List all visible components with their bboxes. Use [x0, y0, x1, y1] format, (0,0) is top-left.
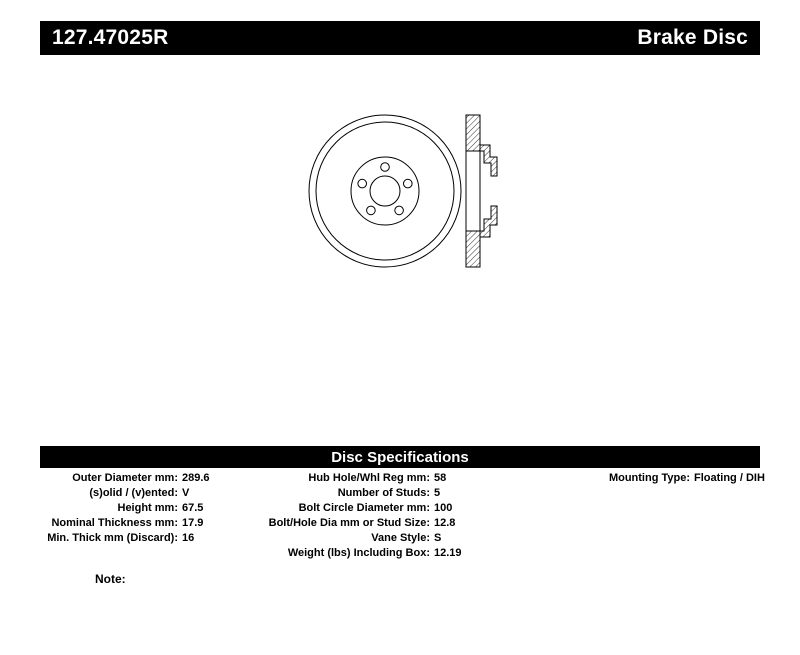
- spec-value: 17.9: [182, 517, 204, 529]
- specs-title: Disc Specifications: [331, 448, 469, 466]
- spec-label: Mounting Type:: [608, 472, 690, 484]
- stud-hole: [394, 205, 404, 216]
- spec-value: S: [434, 532, 442, 544]
- spec-row: (s)olid / (v)ented: V: [40, 486, 240, 501]
- spec-label: Weight (lbs) Including Box:: [287, 547, 430, 559]
- spec-label: Min. Thick mm (Discard):: [47, 532, 178, 544]
- spec-row: Hub Hole/Whl Reg mm: 58: [260, 471, 540, 486]
- spec-value: Floating / DIH: [694, 472, 765, 484]
- spec-label: Nominal Thickness mm:: [51, 517, 178, 529]
- spec-value: 58: [434, 472, 447, 484]
- specs-column-left: Outer Diameter mm: 289.6 (s)olid / (v)en…: [40, 471, 240, 546]
- stud-hole: [366, 205, 376, 216]
- part-number: 127.47025R: [52, 26, 169, 49]
- brake-disc-front-view: [308, 114, 462, 268]
- stud-hole: [357, 178, 367, 189]
- brake-disc-drawing: [308, 114, 498, 268]
- spec-row: Nominal Thickness mm: 17.9: [40, 516, 240, 531]
- spec-row: Number of Studs: 5: [260, 486, 540, 501]
- product-type: Brake Disc: [637, 26, 748, 49]
- stud-hole: [380, 162, 390, 172]
- header-bar: 127.47025R Brake Disc: [40, 21, 760, 55]
- spec-label: Vane Style:: [371, 532, 430, 544]
- spec-value: 16: [182, 532, 195, 544]
- spec-value: 12.19: [434, 547, 462, 559]
- spec-row: Vane Style: S: [260, 531, 540, 546]
- technical-drawing: [280, 100, 520, 290]
- spec-row: Outer Diameter mm: 289.6: [40, 471, 240, 486]
- specs-header-bar: Disc Specifications: [40, 446, 760, 468]
- spec-value: 100: [434, 502, 453, 514]
- spec-value: V: [182, 487, 190, 499]
- spec-label: Bolt Circle Diameter mm:: [298, 502, 430, 514]
- spec-row: Height mm: 67.5: [40, 501, 240, 516]
- spec-value: 67.5: [182, 502, 204, 514]
- specs-column-right: Mounting Type: Floating / DIH: [540, 471, 765, 486]
- stud-hole: [403, 178, 413, 189]
- specs-table: Outer Diameter mm: 289.6 (s)olid / (v)en…: [40, 471, 765, 561]
- spec-value: 12.8: [434, 517, 456, 529]
- spec-label: Height mm:: [117, 502, 179, 514]
- specs-column-middle: Hub Hole/Whl Reg mm: 58 Number of Studs:…: [260, 471, 540, 561]
- spec-label: Number of Studs:: [337, 487, 430, 499]
- brake-disc-section-view: [465, 114, 498, 268]
- spec-row: Weight (lbs) Including Box: 12.19: [260, 546, 540, 561]
- spec-value: 289.6: [182, 472, 210, 484]
- note-label: Note:: [95, 572, 126, 586]
- spec-row: Min. Thick mm (Discard): 16: [40, 531, 240, 546]
- spec-label: (s)olid / (v)ented:: [89, 487, 178, 499]
- spec-label: Bolt/Hole Dia mm or Stud Size:: [268, 517, 430, 529]
- spec-row: Mounting Type: Floating / DIH: [540, 471, 765, 486]
- spec-label: Hub Hole/Whl Reg mm:: [308, 472, 430, 484]
- spec-row: Bolt/Hole Dia mm or Stud Size: 12.8: [260, 516, 540, 531]
- spec-row: Bolt Circle Diameter mm: 100: [260, 501, 540, 516]
- spec-value: 5: [434, 487, 441, 499]
- spec-label: Outer Diameter mm:: [72, 472, 178, 484]
